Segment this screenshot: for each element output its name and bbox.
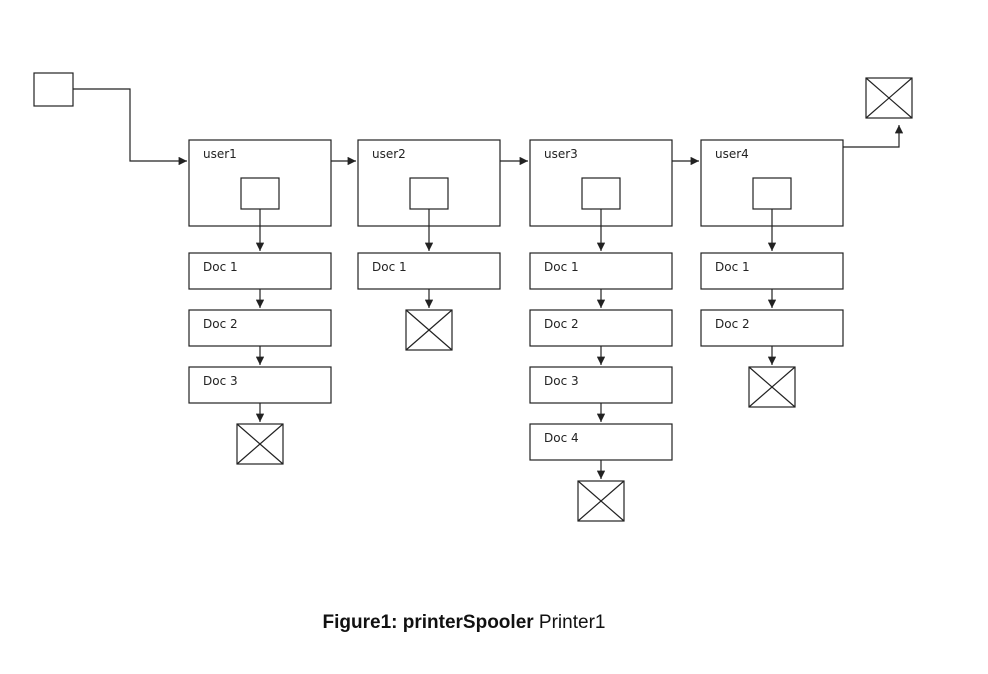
- doc-box: [529, 366, 673, 404]
- user-label: user4: [715, 147, 749, 161]
- figure-caption-normal: Printer1: [533, 612, 606, 633]
- doc-box: [357, 252, 501, 290]
- doc-box: [188, 366, 332, 404]
- figure-caption-bold: Figure1: printerSpooler: [322, 612, 534, 633]
- figure-caption: Figure1: printerSpooler Printer1: [0, 612, 928, 634]
- doc-pointer-box: [581, 177, 621, 210]
- doc-box: [188, 252, 332, 290]
- doc-box: [700, 252, 844, 290]
- user-label: user3: [544, 147, 578, 161]
- null-cross: [405, 309, 453, 351]
- doc-label: Doc 4: [544, 431, 579, 445]
- user-label: user2: [372, 147, 406, 161]
- doc-label: Doc 3: [203, 374, 238, 388]
- doc-pointer-box: [240, 177, 280, 210]
- doc-box: [529, 252, 673, 290]
- null-cross: [577, 480, 625, 522]
- head-to-user1-arrow: [73, 88, 187, 166]
- doc-label: Doc 3: [544, 374, 579, 388]
- doc-box: [529, 423, 673, 461]
- doc-box: [188, 309, 332, 347]
- user4-to-tail-arrow: [842, 125, 904, 148]
- doc-label: Doc 1: [715, 260, 750, 274]
- null-cross: [748, 366, 796, 408]
- doc-label: Doc 2: [715, 317, 750, 331]
- user-label: user1: [203, 147, 237, 161]
- doc-pointer-box: [752, 177, 792, 210]
- null-cross: [236, 423, 284, 465]
- doc-label: Doc 1: [203, 260, 238, 274]
- doc-box: [700, 309, 844, 347]
- doc-label: Doc 1: [544, 260, 579, 274]
- head-pointer-box: [33, 72, 74, 107]
- doc-label: Doc 2: [203, 317, 238, 331]
- tail-null-box: [865, 77, 913, 119]
- doc-box: [529, 309, 673, 347]
- doc-label: Doc 2: [544, 317, 579, 331]
- doc-pointer-box: [409, 177, 449, 210]
- doc-label: Doc 1: [372, 260, 407, 274]
